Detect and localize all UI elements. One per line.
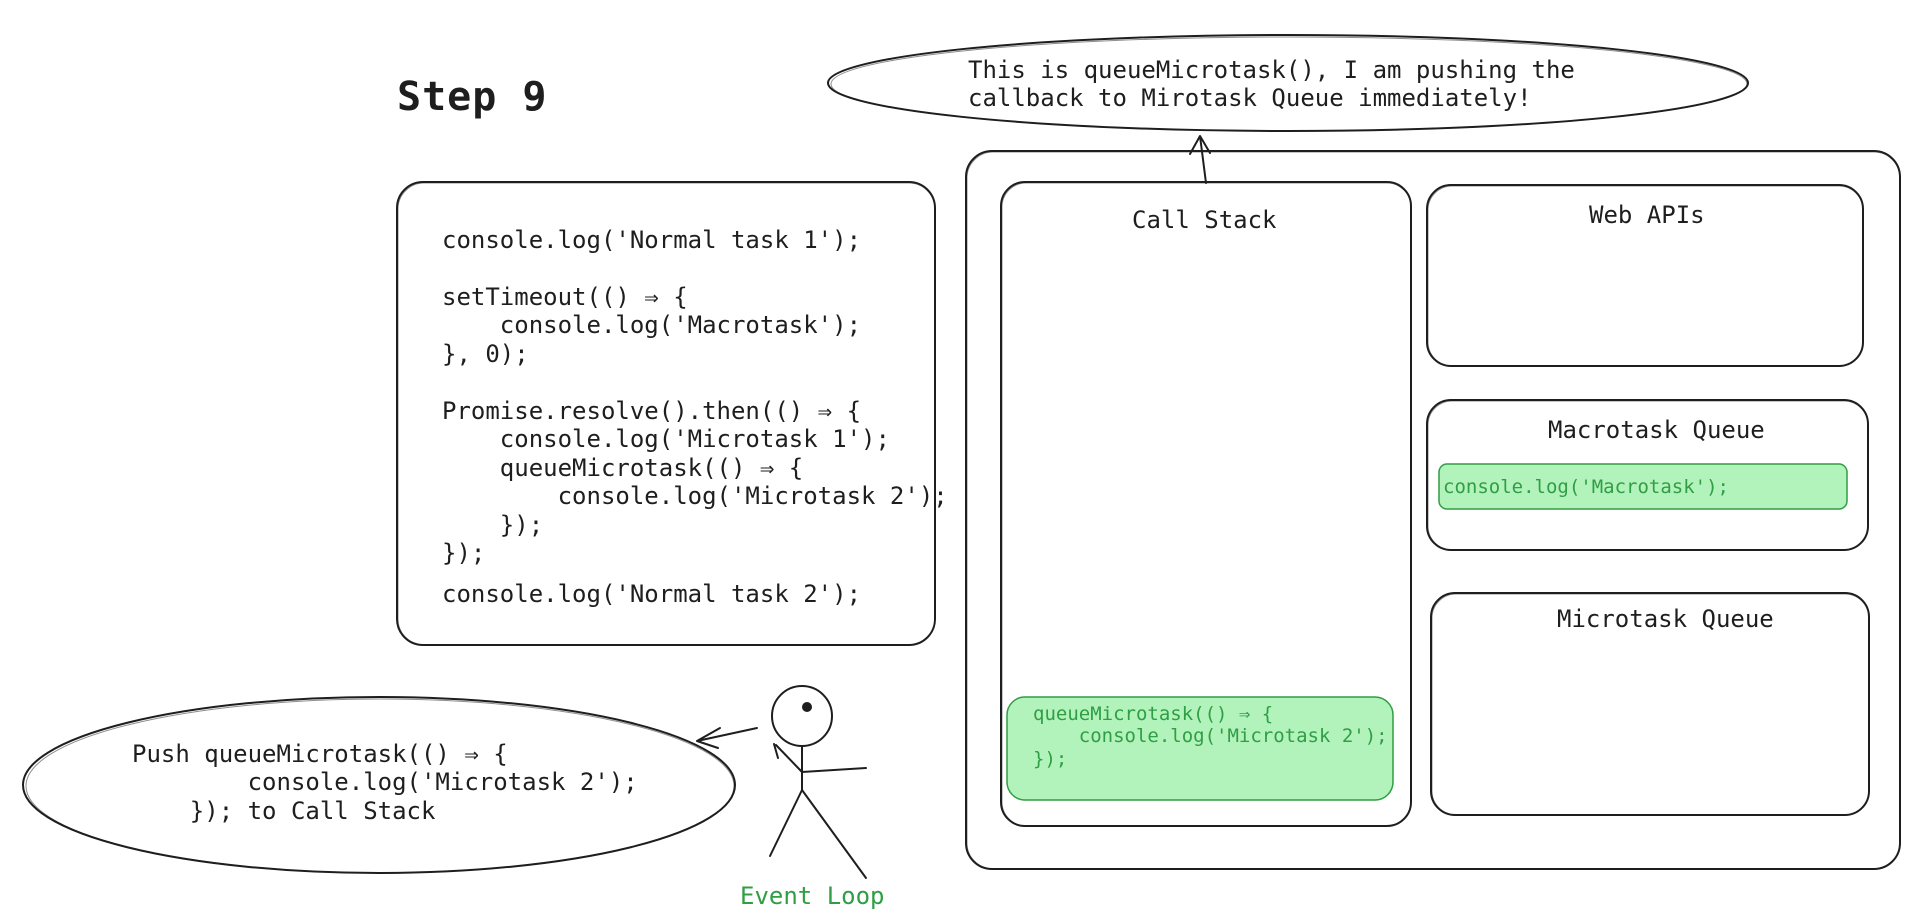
- call-stack-label: Call Stack: [1132, 206, 1277, 234]
- macrotask-item-box: [1438, 463, 1848, 510]
- event-loop-label: Event Loop: [740, 882, 885, 910]
- call-stack-item-box: [1006, 696, 1394, 801]
- macrotask-queue-label: Macrotask Queue: [1548, 416, 1765, 444]
- macrotask-item: console.log('Macrotask');: [1443, 476, 1729, 498]
- event-loop-figure: [769, 685, 867, 879]
- code-line-7: Promise.resolve().then(() ⇒ {: [442, 397, 862, 425]
- bottom-speech-line-3: }); to Call Stack: [132, 797, 436, 825]
- call-stack-arrow: [1189, 135, 1211, 184]
- top-speech-line-1: This is queueMicrotask(), I am pushing t…: [968, 56, 1575, 84]
- code-line-11: });: [442, 511, 544, 539]
- code-line-8: console.log('Microtask 1');: [442, 425, 890, 453]
- page-title: Step 9: [397, 74, 548, 120]
- code-line-12: });: [442, 539, 486, 567]
- code-last-line: console.log('Normal task 2');: [442, 580, 862, 608]
- bottom-speech-line-2: console.log('Microtask 2');: [132, 768, 638, 796]
- call-stack-item-line-1: queueMicrotask(() ⇒ {: [1033, 703, 1274, 725]
- top-speech-line-2: callback to Mirotask Queue immediately!: [968, 84, 1532, 112]
- code-line-3: setTimeout(() ⇒ {: [442, 283, 688, 311]
- call-stack-item-line-3: });: [1033, 748, 1068, 770]
- code-line-9: queueMicrotask(() ⇒ {: [442, 454, 804, 482]
- event-loop-arrow: [696, 727, 758, 749]
- microtask-queue-label: Microtask Queue: [1557, 605, 1774, 633]
- web-apis-label: Web APIs: [1589, 201, 1705, 229]
- bottom-speech-line-1: Push queueMicrotask(() ⇒ {: [132, 740, 508, 768]
- code-line-1: console.log('Normal task 1');: [442, 226, 862, 254]
- code-line-4: console.log('Macrotask');: [442, 311, 862, 339]
- code-line-5: }, 0);: [442, 340, 529, 368]
- call-stack-item-line-2: console.log('Microtask 2');: [1033, 725, 1388, 747]
- code-line-10: console.log('Microtask 2');: [442, 482, 948, 510]
- highlights: [1006, 463, 1848, 801]
